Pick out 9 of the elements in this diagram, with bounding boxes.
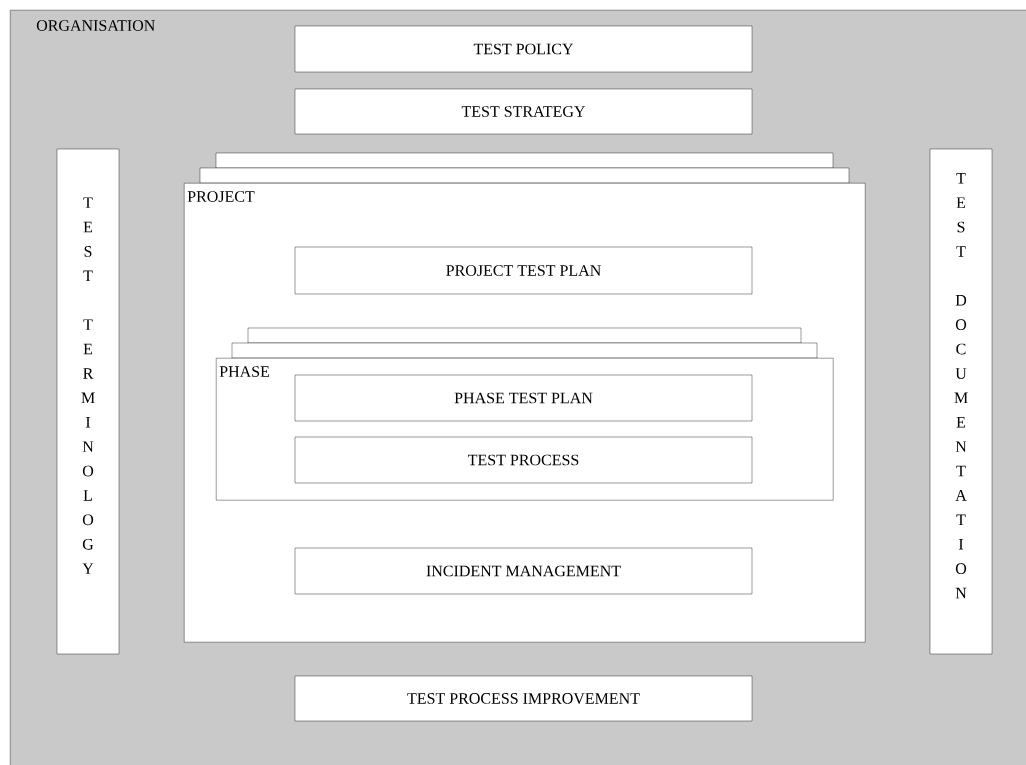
text-box: PHASE TEST PLAN xyxy=(294,374,753,422)
text-box: INCIDENT MANAGEMENT xyxy=(294,547,753,595)
text-box: TEST STRATEGY xyxy=(294,88,753,135)
vertical-box: TEST TERMINOLOGY xyxy=(56,148,120,655)
text-box: TEST PROCESS xyxy=(294,436,753,484)
text-box: TEST POLICY xyxy=(294,25,753,73)
text-box: TEST PROCESS IMPROVEMENT xyxy=(294,675,753,722)
text-box: PROJECT TEST PLAN xyxy=(294,246,753,295)
vertical-box: TEST DOCUMENTATION xyxy=(929,148,993,655)
